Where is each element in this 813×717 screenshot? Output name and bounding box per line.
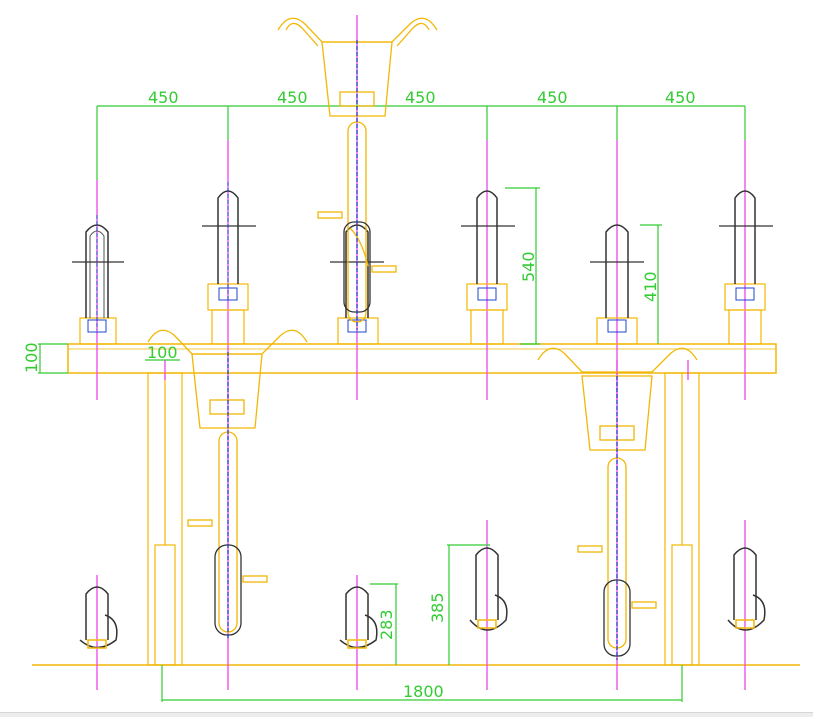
top-spacing-label: 450 [148, 88, 179, 107]
ground-height-283-dimension [370, 583, 398, 665]
right-support-post [664, 372, 700, 666]
upper-bike-rack-5 [590, 224, 644, 345]
centerlines [96, 15, 746, 690]
beam-offset-label: 100 [147, 343, 178, 362]
rack-height-540-dimension [505, 187, 540, 345]
upper-bike-rack-4 [461, 190, 515, 345]
ground-height-385-dimension [447, 544, 490, 665]
top-spacing-label: 450 [277, 88, 308, 107]
span-1800-label: 1800 [403, 682, 444, 701]
ground-bike-rack-1 [79, 586, 118, 649]
ground-bike-rack-4 [469, 547, 508, 631]
top-spacing-label: 450 [537, 88, 568, 107]
ground-bike-rack-6 [727, 547, 766, 631]
ground-height-283-label: 283 [377, 609, 396, 640]
viewport-bottom-edge [0, 712, 813, 717]
upper-bike-rack-1 [72, 215, 124, 345]
top-spacing-label: 450 [405, 88, 436, 107]
top-center-bike [277, 17, 438, 330]
beam-height-dimension [38, 343, 68, 374]
top-spacing-label: 450 [665, 88, 696, 107]
mid-right-bike [537, 347, 698, 660]
rack-height-410-dimension [640, 224, 662, 344]
upper-bike-rack-6 [719, 190, 773, 345]
rack-height-540-label: 540 [519, 251, 538, 282]
ground-bike-rack-3 [339, 586, 378, 649]
ground-height-385-label: 385 [428, 592, 447, 623]
beam-height-label: 100 [22, 342, 41, 373]
span-1800-dimension [161, 665, 683, 702]
left-support-post [147, 372, 183, 666]
upper-bike-rack-2 [202, 182, 256, 345]
rack-height-410-label: 410 [641, 271, 660, 302]
top-dimension-chain [96, 100, 746, 180]
mid-left-bike [147, 329, 308, 640]
horizontal-beam [67, 343, 777, 374]
